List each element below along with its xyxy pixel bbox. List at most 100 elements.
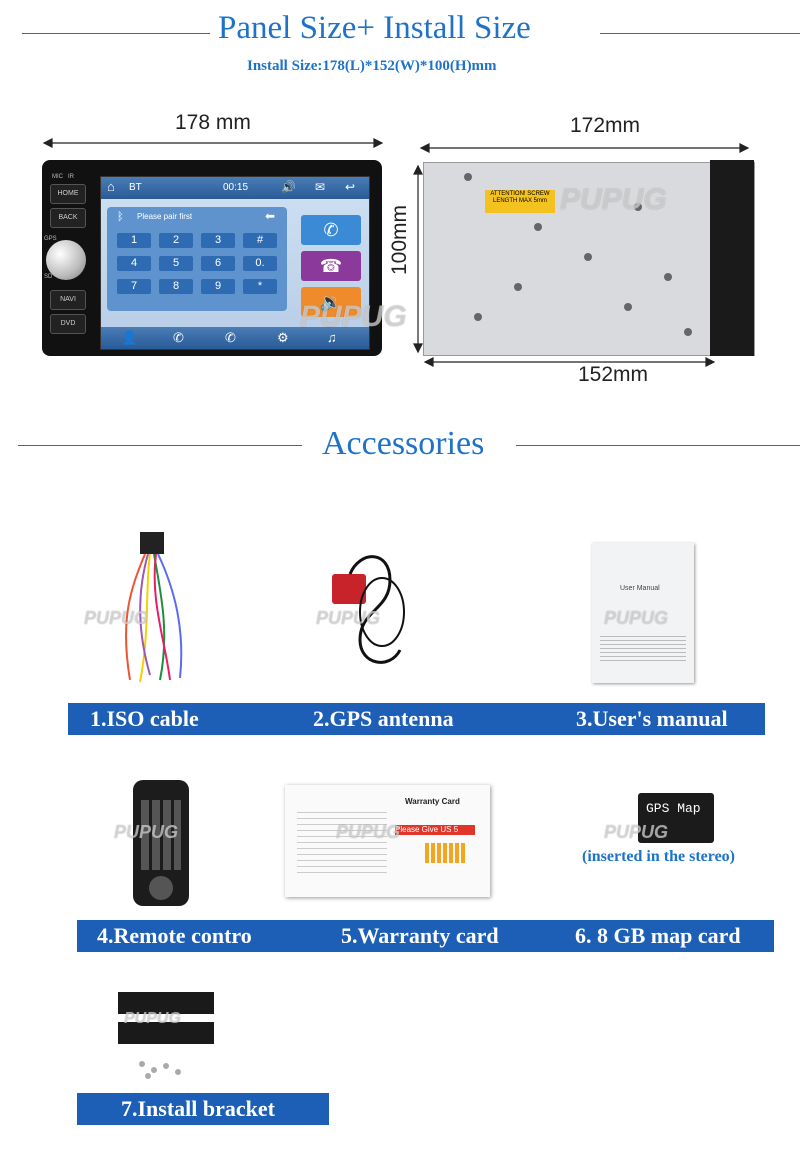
accessories-row2-bar: 4.Remote contro 5.Warranty card 6. 8 GB …	[77, 920, 774, 952]
source-label: BT	[129, 182, 142, 193]
accessories-row3-bar: 7.Install bracket	[77, 1093, 329, 1125]
accessories-row1-bar: 1.ISO cable 2.GPS antenna 3.User's manua…	[68, 703, 765, 735]
accessories-title: Accessories	[322, 425, 485, 462]
ir-mark: IR	[68, 174, 74, 180]
map-card-image: GPS Map	[638, 793, 714, 843]
contacts-icon[interactable]: 👤	[121, 330, 138, 345]
manual-cover-title: User Manual	[620, 585, 660, 592]
install-bracket-label: 7.Install bracket	[121, 1096, 275, 1121]
key-5[interactable]: 5	[159, 256, 193, 271]
key-6[interactable]: 6	[201, 256, 235, 271]
iso-cable-image	[125, 532, 183, 683]
backspace-icon[interactable]: ⬅	[265, 209, 276, 223]
map-card-label: 6. 8 GB map card	[575, 923, 741, 948]
key-4[interactable]: 4	[117, 256, 151, 271]
key-star[interactable]: *	[243, 279, 277, 294]
watermark: PUPUG	[604, 608, 669, 628]
home-button[interactable]: HOME	[50, 184, 86, 204]
height-label: 100mm	[388, 204, 411, 275]
gps-mark: GPS	[44, 236, 57, 242]
watermark: PUPUG	[336, 822, 401, 842]
warranty-stars	[425, 843, 465, 863]
users-manual-label: 3.User's manual	[576, 706, 728, 731]
screw-warning-sticker: ATTENTION! SCREW LENGTH MAX 5mm	[485, 190, 555, 213]
front-width-label: 178 mm	[175, 111, 251, 134]
hole	[534, 223, 542, 231]
hole	[584, 253, 592, 261]
remote-control-label: 4.Remote contro	[97, 923, 252, 948]
watermark: PUPUG	[604, 822, 669, 842]
speaker-icon[interactable]: 🔊	[281, 180, 296, 194]
remote-dpad	[149, 876, 173, 900]
music-icon[interactable]: ♫	[327, 330, 337, 345]
bluetooth-icon: ᛒ	[117, 211, 124, 223]
watermark: PUPUG	[300, 300, 407, 333]
warranty-text-lines	[297, 807, 387, 877]
warranty-slogan: Please Give US 5	[395, 825, 475, 835]
warranty-card-label: 5.Warranty card	[341, 923, 499, 948]
volume-knob[interactable]	[46, 240, 86, 280]
map-card-note: (inserted in the stereo)	[582, 848, 735, 865]
manual-text-lines	[600, 633, 686, 663]
clock: 00:15	[223, 182, 249, 193]
hole	[634, 203, 642, 211]
hole	[684, 328, 692, 336]
hole	[514, 283, 522, 291]
pair-prompt: Please pair first	[137, 212, 193, 221]
dial-keypad: ᛒ Please pair first ⬅ 1 2 3 # 4 5 6 0. 7…	[107, 207, 287, 311]
side-width-label: 172mm	[570, 114, 641, 137]
key-0[interactable]: 0.	[243, 256, 277, 271]
watermark: PUPUG	[84, 608, 149, 628]
call-button[interactable]: ✆	[301, 215, 361, 245]
install-size-subtitle: Install Size:178(L)*152(W)*100(H)mm	[247, 58, 497, 74]
chassis-side-view	[423, 162, 755, 356]
home-icon[interactable]: ⌂	[107, 179, 115, 194]
stereo-screen: ⌂ BT 00:15 🔊 ✉ ↩ ᛒ Please pair first ⬅ 1…	[100, 176, 370, 350]
watermark: PUPUG	[124, 1010, 181, 1027]
install-bracket-image	[118, 992, 214, 1079]
dvd-button[interactable]: DVD	[50, 314, 86, 334]
hole	[664, 273, 672, 281]
hangup-button[interactable]: ☎	[301, 251, 361, 281]
key-hash[interactable]: #	[243, 233, 277, 248]
accessories-rule-left	[18, 445, 302, 446]
back-arrow-icon[interactable]: ↩	[345, 180, 356, 194]
depth-label: 152mm	[578, 363, 649, 386]
hole	[624, 303, 632, 311]
remote-control-image	[133, 780, 189, 906]
warranty-card-title: Warranty Card	[405, 797, 460, 806]
key-8[interactable]: 8	[159, 279, 193, 294]
sd-mark: SD	[44, 274, 53, 280]
gps-antenna-image	[332, 555, 405, 664]
mic-mark: MIC	[52, 174, 63, 180]
key-1[interactable]: 1	[117, 233, 151, 248]
screen-bottombar: 👤 ✆ ✆ ⚙ ♫	[101, 327, 369, 349]
key-7[interactable]: 7	[117, 279, 151, 294]
envelope-icon[interactable]: ✉	[315, 180, 326, 194]
watermark: PUPUG	[316, 608, 381, 628]
accessories-rule-right	[516, 445, 800, 446]
watermark: PUPUG	[114, 822, 179, 842]
key-2[interactable]: 2	[159, 233, 193, 248]
dial-icon[interactable]: ✆	[225, 330, 236, 345]
map-card-text: GPS Map	[646, 801, 701, 816]
header-rule-left	[22, 33, 210, 34]
key-3[interactable]: 3	[201, 233, 235, 248]
stereo-front-panel: MIC IR HOME BACK GPS SD NAVI DVD ⌂ BT 00…	[42, 160, 382, 356]
dimension-arrows	[42, 138, 750, 367]
hole	[464, 173, 472, 181]
chassis-front-end	[710, 160, 754, 356]
key-9[interactable]: 9	[201, 279, 235, 294]
hole	[474, 313, 482, 321]
watermark: PUPUG	[560, 183, 667, 216]
iso-cable-label: 1.ISO cable	[90, 706, 199, 731]
settings-icon[interactable]: ⚙	[277, 330, 289, 345]
user-manual-image: User Manual	[592, 543, 694, 683]
page-title: Panel Size+ Install Size	[218, 10, 531, 46]
navi-button[interactable]: NAVI	[50, 290, 86, 310]
header-rule-right	[600, 33, 800, 34]
call-log-icon[interactable]: ✆	[173, 330, 184, 345]
back-button[interactable]: BACK	[50, 208, 86, 228]
audio-transfer-button[interactable]: 🔉	[301, 287, 361, 317]
remote-buttons	[141, 800, 181, 870]
